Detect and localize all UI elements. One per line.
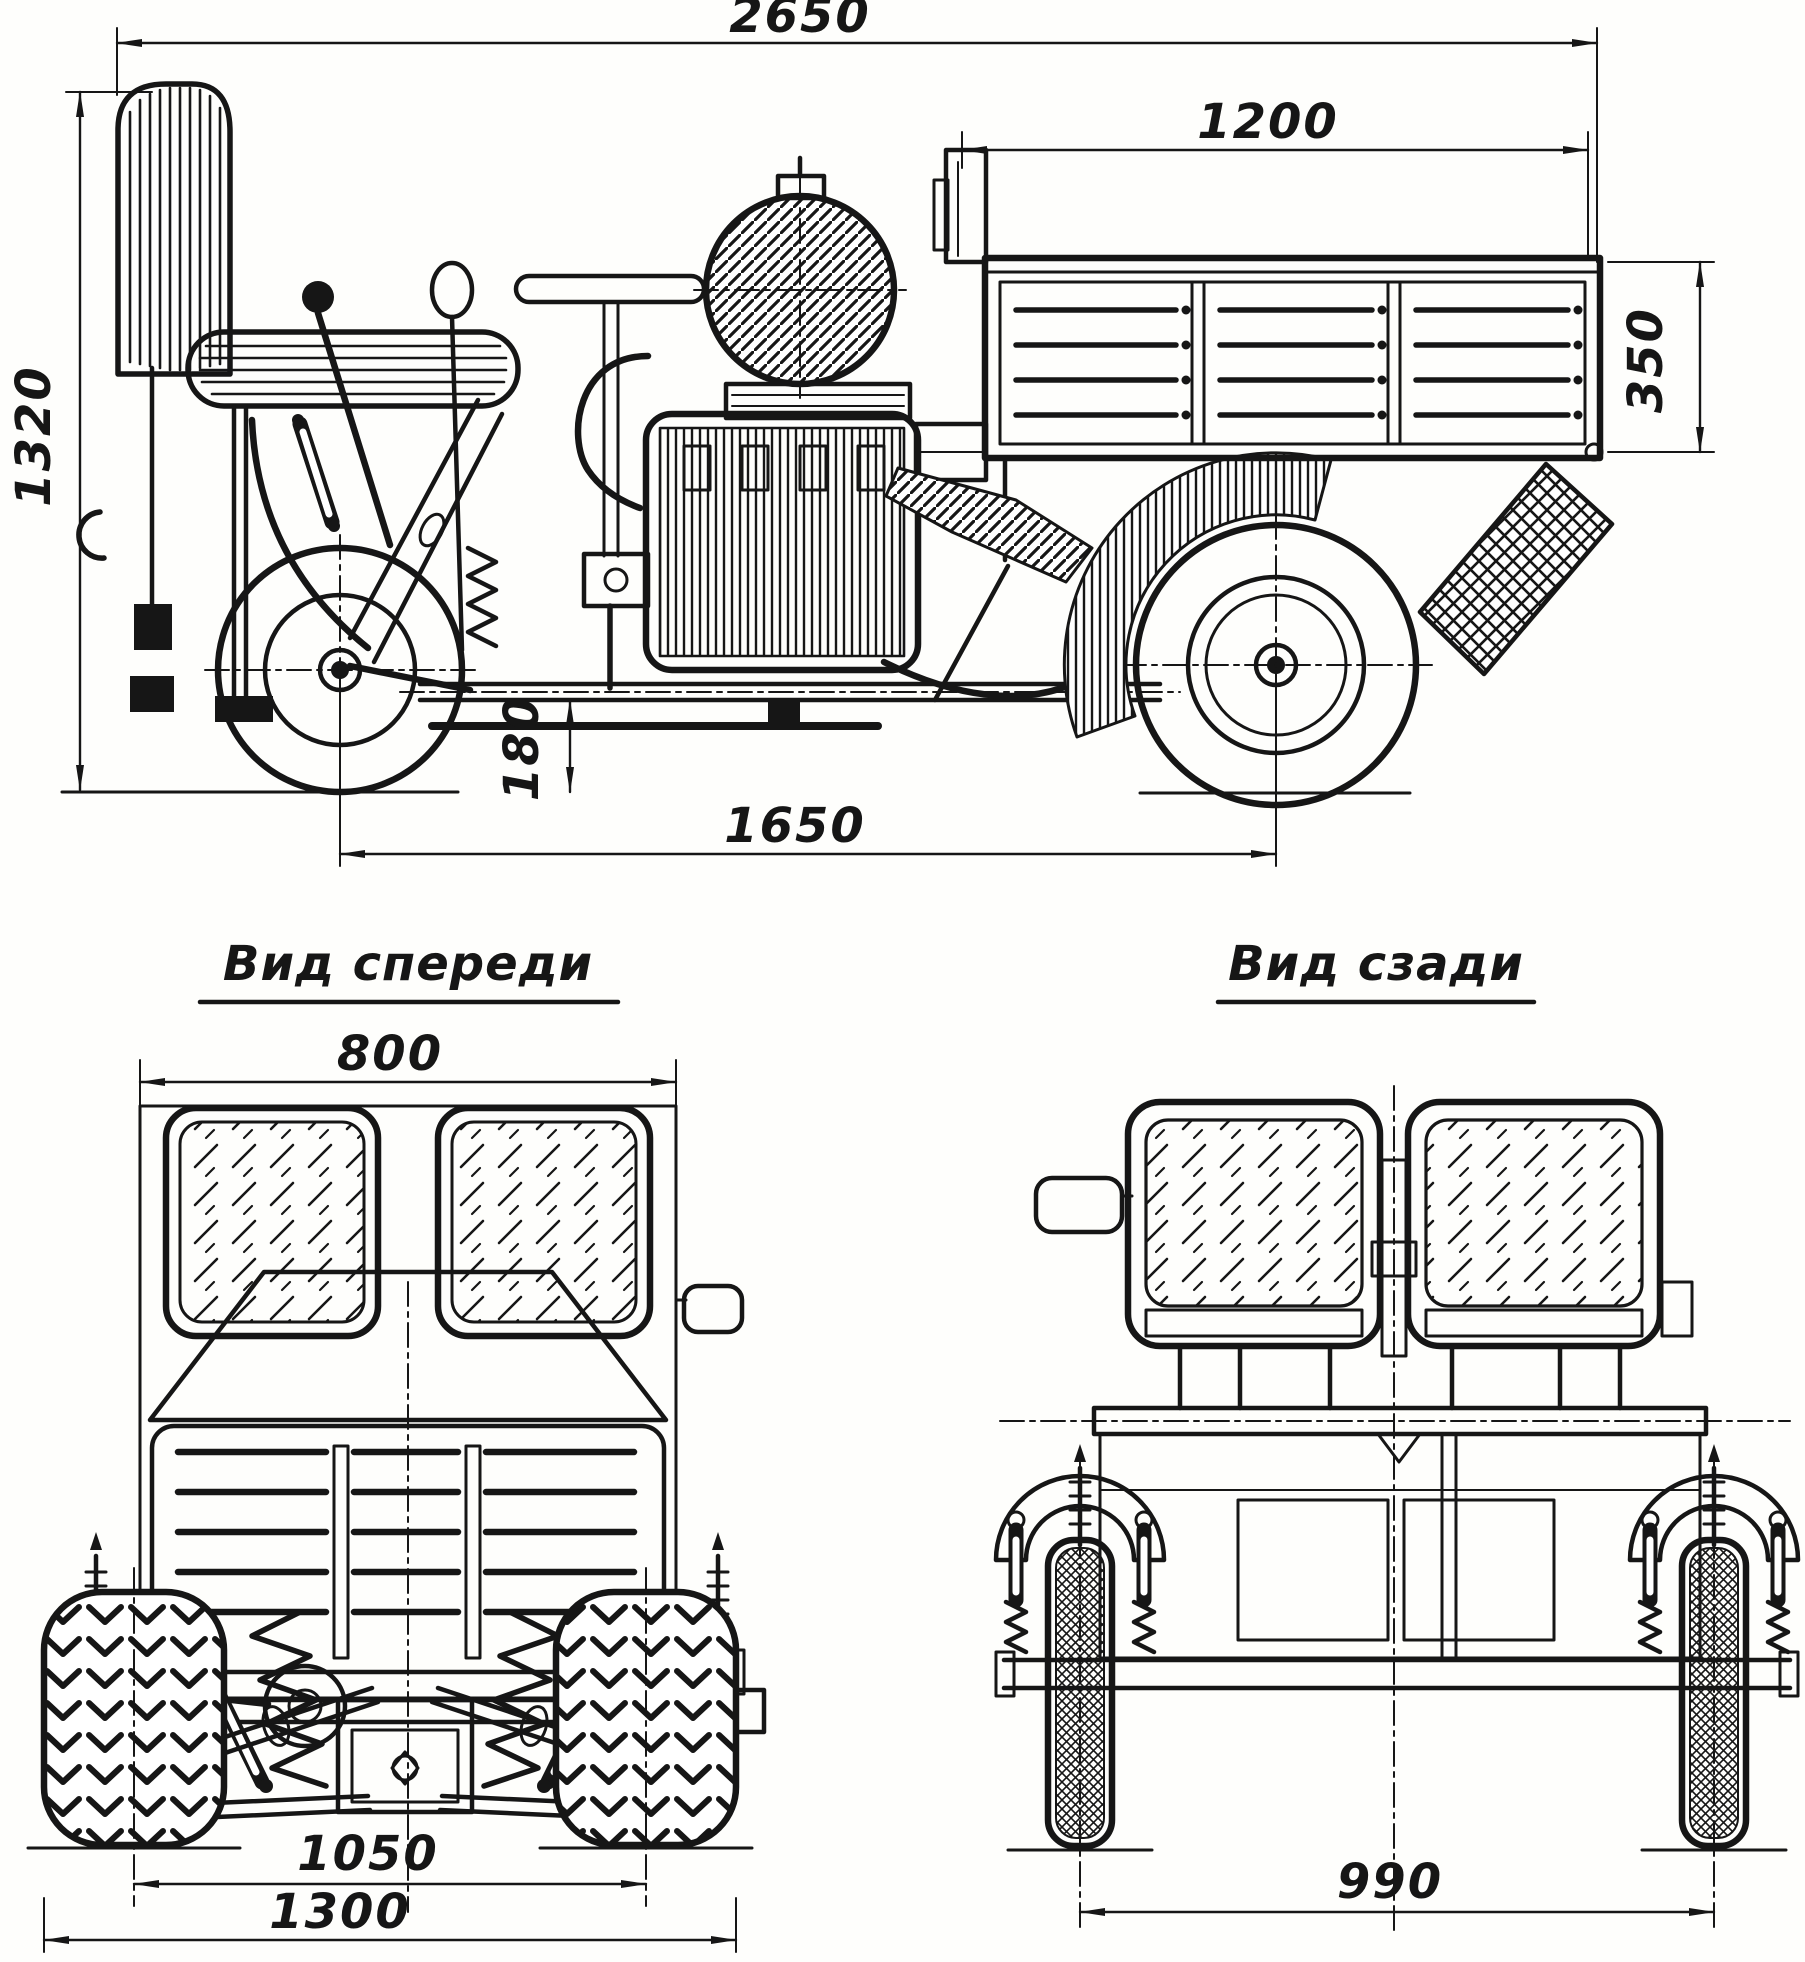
dimension-overall-width: 1300 bbox=[42, 1884, 738, 1953]
rear-left-shocks bbox=[1003, 1510, 1157, 1655]
right-backrest bbox=[434, 1104, 654, 1340]
mud-flap bbox=[1417, 461, 1615, 677]
dimension-label: 800 bbox=[337, 1026, 443, 1082]
front-right-tire bbox=[552, 1567, 740, 1907]
left-side-tab bbox=[1033, 1175, 1134, 1235]
rear-frame bbox=[1098, 1432, 1702, 1660]
side-view: 2650 1200 1320 350 180 bbox=[6, 0, 1715, 867]
transmission-cone bbox=[884, 466, 1094, 584]
front-suspension bbox=[292, 397, 505, 694]
dimension-label: 1650 bbox=[724, 798, 866, 854]
dimension-bed-length: 1200 bbox=[960, 94, 1590, 259]
driver-seat bbox=[115, 81, 521, 722]
dimension-ground-clearance: 180 bbox=[494, 695, 593, 801]
rear-left-backrest bbox=[1124, 1098, 1384, 1350]
front-view-title: Вид спереди bbox=[223, 936, 593, 992]
grille-louvres bbox=[174, 1448, 638, 1616]
dimension-label: 1050 bbox=[297, 1826, 439, 1882]
rear-right-backrest bbox=[1404, 1098, 1664, 1350]
engine bbox=[574, 352, 1066, 700]
dimension-label: 1200 bbox=[1197, 94, 1339, 150]
ground-line bbox=[60, 790, 1412, 795]
right-side-bracket bbox=[1660, 1280, 1694, 1338]
seat-back-hatch bbox=[128, 86, 222, 372]
dimension-label: 180 bbox=[494, 695, 550, 801]
dimension-overall-height: 1320 bbox=[6, 90, 153, 792]
seat-cushion-hatch bbox=[198, 344, 508, 396]
dimension-label: 2650 bbox=[729, 0, 871, 44]
bed-slats bbox=[1013, 305, 1583, 420]
dimension-label: 990 bbox=[1337, 1854, 1443, 1910]
center-gearbox bbox=[228, 1663, 475, 1815]
dimension-label: 350 bbox=[1618, 307, 1674, 413]
rear-left-tire bbox=[1044, 1451, 1116, 1931]
cargo-bed bbox=[932, 147, 1604, 462]
rear-right-fender bbox=[1627, 1473, 1801, 1563]
front-left-tire bbox=[40, 1567, 228, 1907]
dimension-overall-length: 2650 bbox=[115, 0, 1599, 263]
dimension-wheelbase: 1650 bbox=[338, 671, 1278, 867]
rear-left-fender bbox=[993, 1473, 1167, 1563]
dimension-rear-track: 990 bbox=[1078, 1854, 1716, 1916]
dimension-front-track: 1050 bbox=[132, 1826, 648, 1888]
rear-fender bbox=[1062, 451, 1333, 739]
rear-right-shocks bbox=[1637, 1510, 1791, 1655]
control-levers bbox=[302, 260, 475, 653]
rear-right-tire bbox=[1678, 1451, 1750, 1931]
left-backrest bbox=[162, 1104, 382, 1340]
dimension-body-width: 800 bbox=[138, 1026, 678, 1111]
right-coil-spring bbox=[481, 1609, 561, 1789]
grille bbox=[149, 1423, 667, 1675]
rear-view-title: Вид сзади bbox=[1228, 936, 1524, 992]
rear-axle-beam bbox=[994, 1650, 1800, 1698]
dimension-bed-side-height: 350 bbox=[1607, 260, 1715, 454]
rear-view: Вид сзади bbox=[993, 936, 1801, 1936]
fuel-tank bbox=[693, 155, 907, 399]
side-mirror bbox=[674, 1283, 745, 1335]
dimension-label: 1300 bbox=[269, 1884, 411, 1940]
left-coil-spring bbox=[249, 1609, 329, 1789]
hood bbox=[147, 1269, 669, 1423]
dimension-label: 1320 bbox=[6, 365, 62, 507]
front-view: Вид спереди bbox=[26, 936, 767, 1953]
